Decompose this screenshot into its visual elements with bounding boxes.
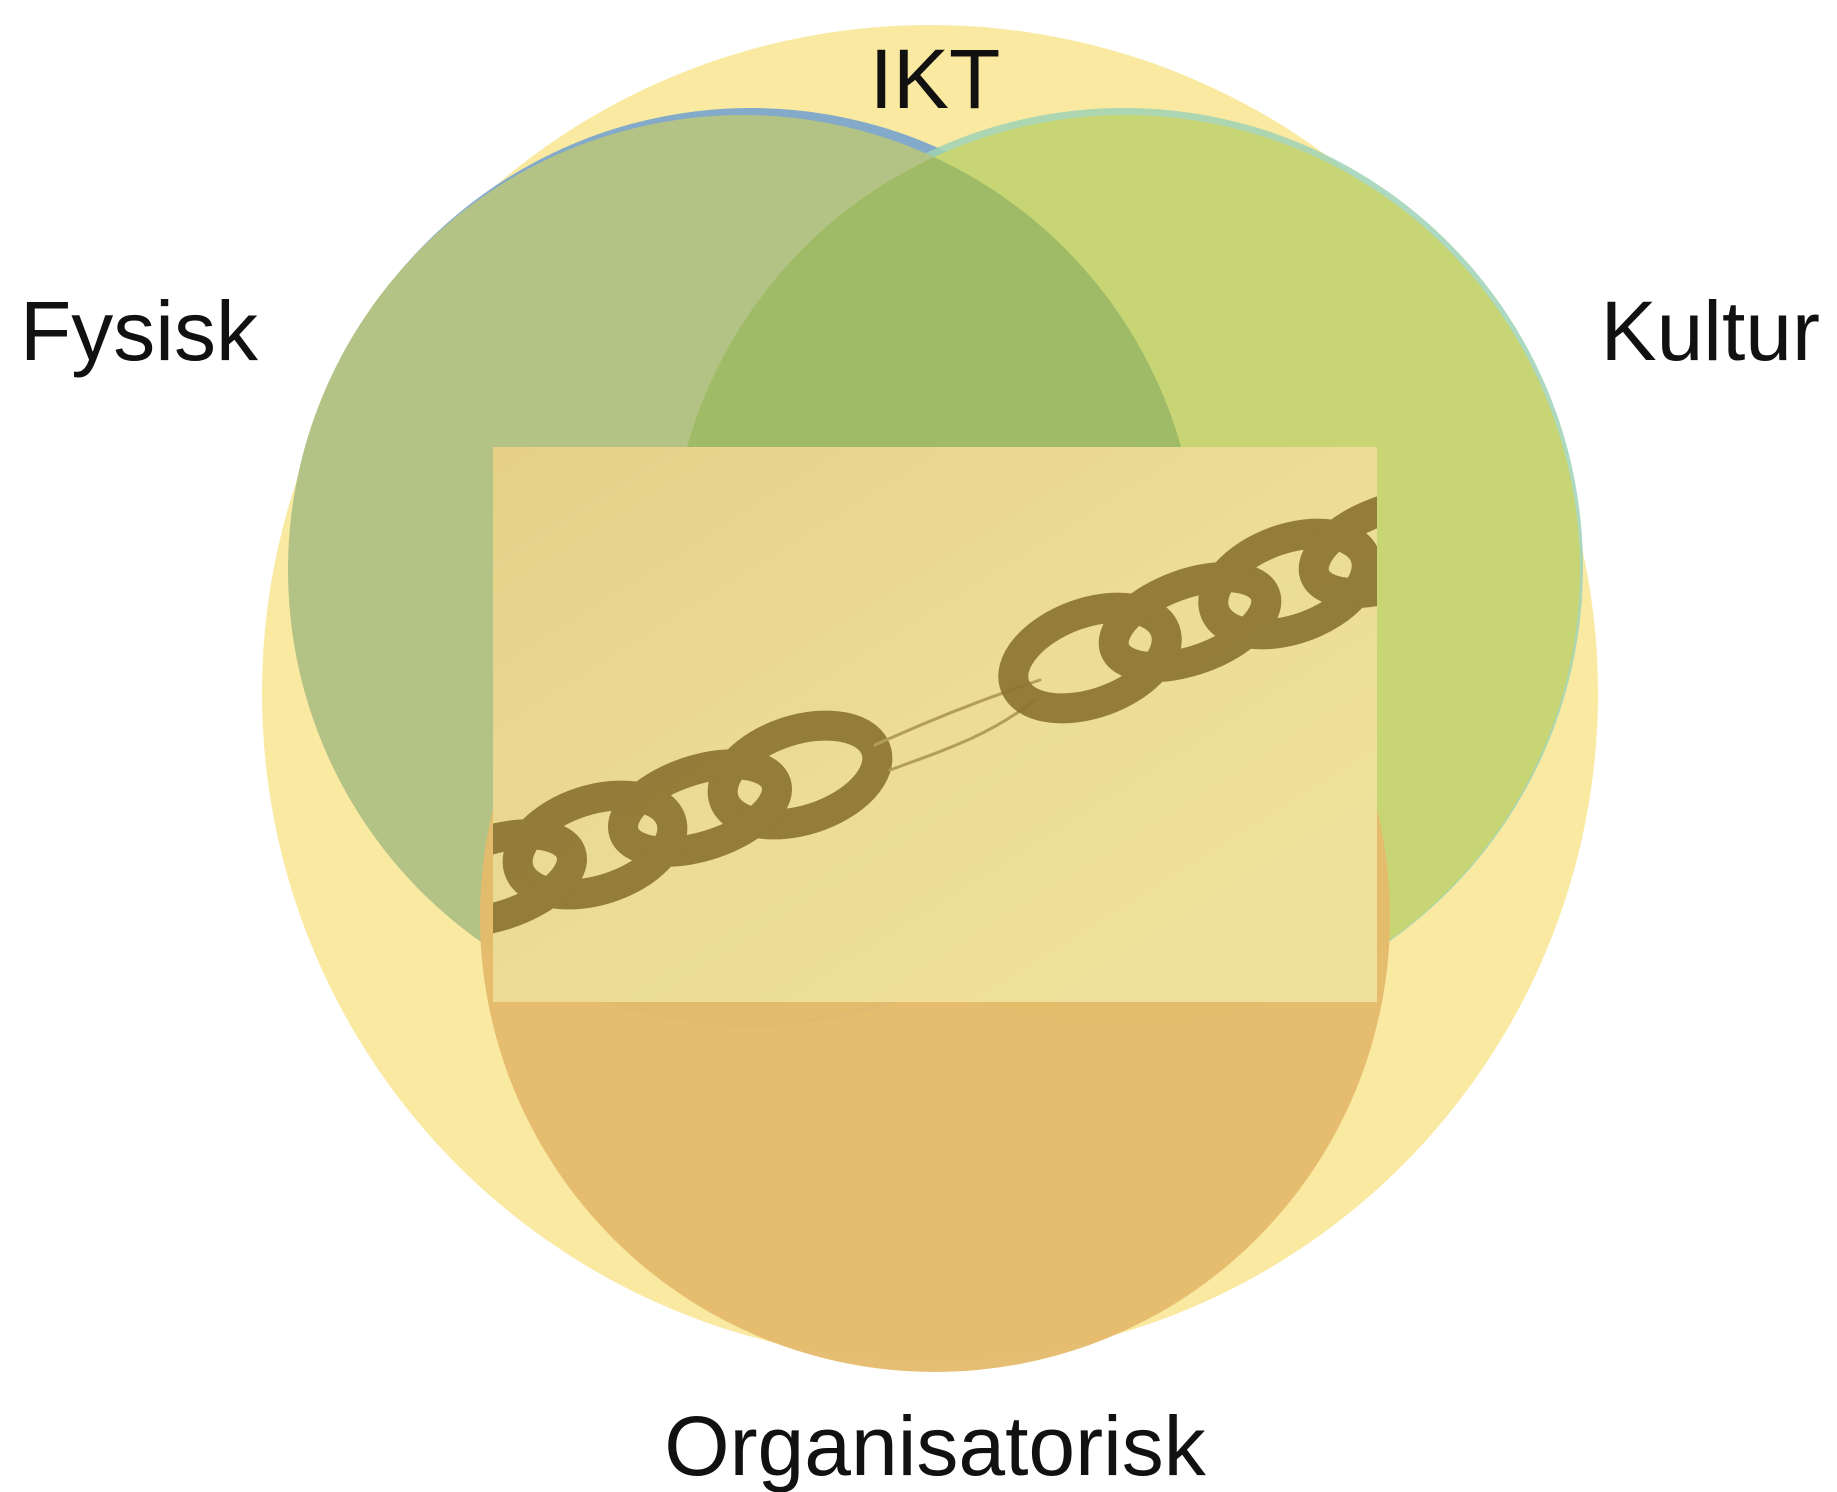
- chain-left-segment: [493, 710, 893, 937]
- broken-chain-icon: [493, 447, 1377, 1002]
- chain-photo-background: [493, 447, 1377, 1002]
- label-kultur: Kultur: [1601, 284, 1820, 378]
- label-organisatorisk: Organisatorisk: [664, 1399, 1207, 1492]
- label-ikt: IKT: [870, 32, 1001, 126]
- label-fysisk: Fysisk: [20, 284, 259, 378]
- chain-right-segment: [998, 488, 1377, 724]
